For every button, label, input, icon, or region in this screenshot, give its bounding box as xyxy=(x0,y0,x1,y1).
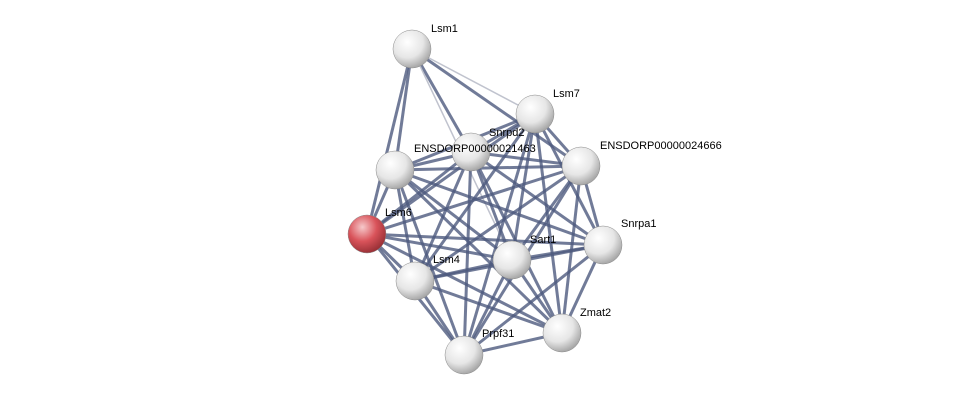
edge-lsmA-ensdorp24666 xyxy=(394,164,582,172)
edge-lsm6-zmat2 xyxy=(366,232,563,335)
edge-lsm1-lsm6 xyxy=(365,48,414,235)
node-label-lsm7: Lsm7 xyxy=(553,88,580,100)
node-label-zmat2: Zmat2 xyxy=(580,307,611,319)
edge-lsm7-zmat2 xyxy=(533,113,564,334)
node-ensdorp24666[interactable] xyxy=(561,146,601,186)
node-lsm6[interactable] xyxy=(347,214,387,254)
node-label-ensdorp21463: ENSDORP00000021463 xyxy=(414,143,536,155)
edge-lsm7-prpf31 xyxy=(462,113,537,356)
edge-lsm1-lsm7 xyxy=(411,48,536,115)
node-label-snrpd2: Snrpd2 xyxy=(489,127,524,139)
edge-lsmA-zmat2 xyxy=(393,168,564,335)
node-snrpa1[interactable] xyxy=(583,225,623,265)
edge-lsm7-sart1 xyxy=(510,113,537,261)
edge-snrpa1-prpf31 xyxy=(463,243,604,357)
edge-lsm1-lsmA xyxy=(393,48,414,171)
edge-ensdorp24666-lsm4 xyxy=(414,164,582,283)
edge-ensdorp24666-sart1 xyxy=(510,165,583,261)
node-lsm1[interactable] xyxy=(392,29,432,69)
node-zmat2[interactable] xyxy=(542,313,582,353)
node-label-prpf31: Prpf31 xyxy=(482,328,514,340)
edge-lsmA-prpf31 xyxy=(393,169,466,356)
node-snrpd2[interactable] xyxy=(451,132,491,172)
node-prpf31[interactable] xyxy=(444,335,484,375)
nodes-layer xyxy=(347,29,623,375)
edge-lsm6-snrpa1 xyxy=(366,232,604,247)
node-lsm4[interactable] xyxy=(395,261,435,301)
node-label-lsm1: Lsm1 xyxy=(431,23,458,35)
node-sart1[interactable] xyxy=(492,240,532,280)
edge-lsmA-snrpa1 xyxy=(394,168,604,247)
node-lsm7[interactable] xyxy=(515,94,555,134)
edge-lsmA-sart1 xyxy=(394,168,513,262)
node-label-lsm6: Lsm6 xyxy=(385,207,412,219)
node-label-lsm4: Lsm4 xyxy=(433,254,460,266)
edge-lsm4-zmat2 xyxy=(414,279,563,335)
node-label-ensdorp24666: ENSDORP00000024666 xyxy=(600,140,722,152)
edge-lsm7-lsm6 xyxy=(366,112,536,236)
edge-ensdorp24666-lsm6 xyxy=(366,164,582,236)
edge-lsm6-sart1 xyxy=(366,232,513,262)
node-lsmA[interactable] xyxy=(375,150,415,190)
node-label-snrpa1: Snrpa1 xyxy=(621,218,656,230)
edge-lsm1-snrpd2 xyxy=(410,48,473,153)
node-label-sart1: Sart1 xyxy=(530,234,556,246)
